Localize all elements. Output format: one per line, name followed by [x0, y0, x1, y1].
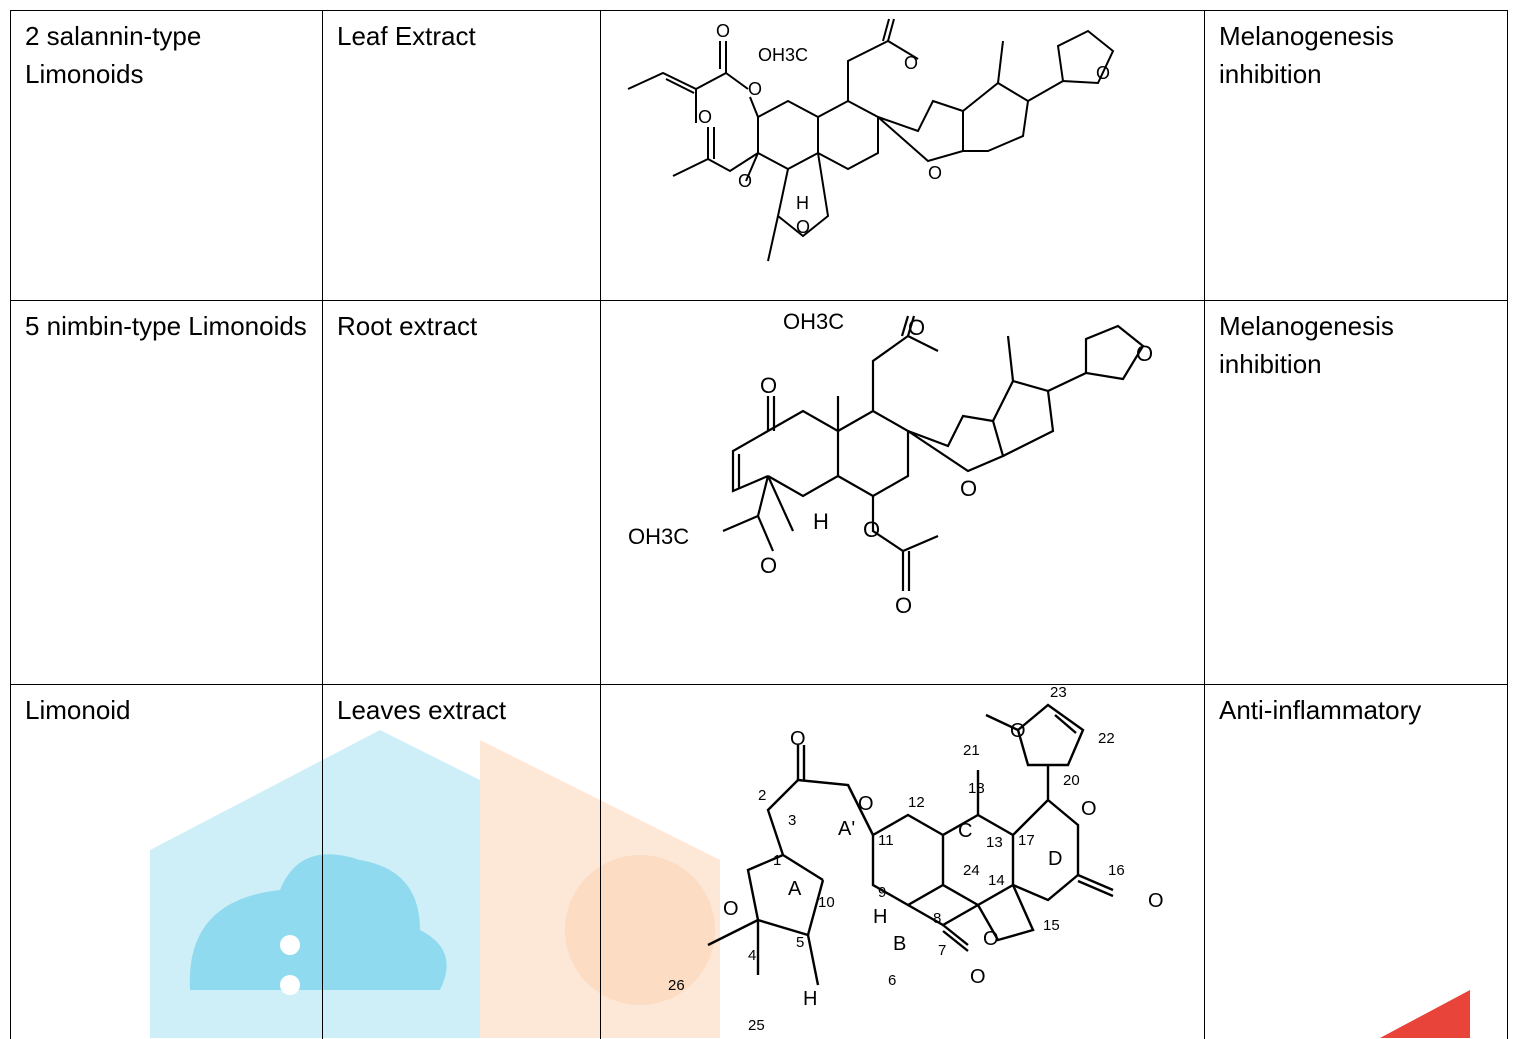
ring-label: B [893, 933, 906, 955]
o-label: O [716, 21, 730, 41]
o-label: O [970, 966, 986, 988]
o-label: O [698, 107, 712, 127]
activity-text: Melanogenesis inhibition [1219, 21, 1394, 89]
source-name: Leaf Extract [337, 21, 476, 51]
activity-text: Melanogenesis inhibition [1219, 311, 1394, 379]
o-label: O [895, 593, 912, 618]
atom-number: 21 [963, 742, 980, 759]
limonoid-table: 2 salannin-type Limonoids Leaf Extract [10, 10, 1508, 1039]
source-cell: Root extract [322, 300, 601, 685]
atom-number: 2 [758, 787, 766, 804]
ring-label: D [1048, 848, 1062, 870]
ring-label: A' [838, 818, 855, 840]
structure-cell: OH3C O O O O OH3C O O O H [600, 300, 1205, 685]
o-label: O [908, 315, 925, 340]
atom-number: 12 [908, 794, 925, 811]
atom-number: 7 [938, 942, 946, 959]
compound-name: 2 salannin-type Limonoids [25, 21, 202, 89]
o-label: O [960, 476, 977, 501]
o-label: O [738, 171, 752, 191]
h-label: H [803, 988, 817, 1010]
o-label: O [760, 373, 777, 398]
och3-label: OH3C [758, 45, 808, 65]
compound-cell: Limonoid [10, 684, 323, 1039]
o-label: O [790, 728, 806, 750]
o-label: O [904, 53, 918, 73]
table-row: 2 salannin-type Limonoids Leaf Extract [10, 10, 1508, 301]
compound-name: 5 nimbin-type Limonoids [25, 311, 307, 341]
compound-cell: 2 salannin-type Limonoids [10, 10, 323, 301]
compound-cell: 5 nimbin-type Limonoids [10, 300, 323, 685]
atom-number: 25 [748, 1017, 765, 1034]
ring-label: C [958, 820, 972, 842]
o-label: O [1136, 341, 1153, 366]
atom-number: 4 [748, 947, 756, 964]
activity-text: Anti-inflammatory [1219, 695, 1422, 725]
atom-number: 6 [888, 972, 896, 989]
o-label: O [1148, 890, 1164, 912]
ring-label: A [788, 878, 802, 900]
o-label: O [928, 163, 942, 183]
limonoid-numbered-structure: 23 22 21 20 18 17 16 15 14 13 12 11 10 9… [668, 685, 1164, 1034]
compound-name: Limonoid [25, 695, 131, 725]
source-name: Leaves extract [337, 695, 507, 725]
structure-cell: 23 22 21 20 18 17 16 15 14 13 12 11 10 9… [600, 684, 1205, 1039]
source-cell: Leaf Extract [322, 10, 601, 301]
atom-number: 11 [878, 832, 894, 849]
table-row: 5 nimbin-type Limonoids Root extract [10, 300, 1508, 685]
atom-number: 8 [933, 910, 941, 927]
nimbin-structure: OH3C O O O O OH3C O O O H [628, 309, 1153, 618]
o-label: O [863, 517, 880, 542]
activity-cell: Anti-inflammatory [1204, 684, 1508, 1039]
salannin-structure: OH3C O O O O O O O O H [627, 18, 1114, 262]
o-label: O [723, 898, 739, 920]
atom-number: 5 [796, 934, 804, 951]
atom-number: 14 [988, 872, 1005, 889]
atom-number: 13 [986, 834, 1003, 851]
atom-number: 24 [963, 862, 980, 879]
atom-number: 18 [968, 780, 985, 797]
activity-cell: Melanogenesis inhibition [1204, 300, 1508, 685]
och3-top-label: OH3C [783, 309, 844, 334]
o-label: O [1010, 720, 1026, 742]
atom-number: 10 [818, 894, 835, 911]
o-label: O [796, 217, 810, 237]
atom-number: 22 [1098, 730, 1115, 747]
h-label: H [873, 906, 887, 928]
structure-cell: OH3C O O O O O O O O H [600, 10, 1205, 301]
och3-left-label: OH3C [628, 524, 689, 549]
o-label: O [1096, 63, 1110, 83]
atom-number: 17 [1018, 832, 1035, 849]
o-label: O [858, 793, 874, 815]
atom-number: 9 [878, 884, 886, 901]
o-label: O [1081, 798, 1097, 820]
source-name: Root extract [337, 311, 478, 341]
o-label: O [760, 553, 777, 578]
activity-cell: Melanogenesis inhibition [1204, 10, 1508, 301]
atom-number: 20 [1063, 772, 1080, 789]
o-label: O [983, 928, 999, 950]
atom-number: 23 [1050, 685, 1067, 701]
h-label: H [813, 509, 829, 534]
h-label: H [796, 193, 809, 213]
atom-number: 3 [788, 812, 796, 829]
atom-number: 1 [773, 852, 781, 869]
atom-number: 15 [1043, 917, 1060, 934]
source-cell: Leaves extract [322, 684, 601, 1039]
table-row: Limonoid Leaves extract [10, 684, 1508, 1039]
atom-number: 16 [1108, 862, 1125, 879]
atom-number: 26 [668, 977, 685, 994]
o-label: O [748, 79, 762, 99]
